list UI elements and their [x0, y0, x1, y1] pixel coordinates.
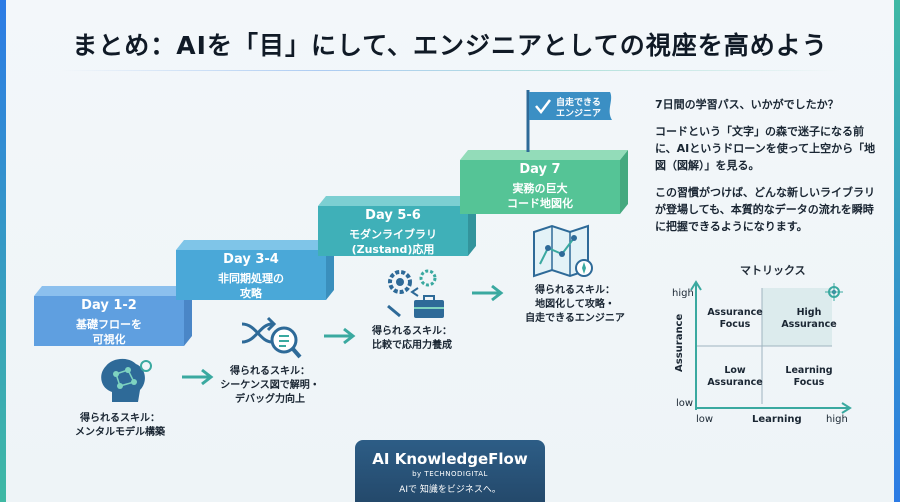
x-axis-title: Learning — [752, 414, 802, 425]
skill-text: シーケンス図で解明・ — [220, 380, 320, 391]
quadrant-bottom-left: Low Assurance — [707, 365, 763, 388]
step-1-skill: 得られるスキル： メンタルモデル構築 — [60, 412, 180, 440]
flag-line: 自走できる — [556, 98, 601, 108]
skill-text: 自走できるエンジニア — [525, 313, 625, 324]
step-day-5-6: Day 5-6 モダンライブラリ (Zustand)応用 — [318, 196, 476, 262]
skill-label: 得られるスキル： — [535, 285, 615, 296]
step-4-skill: 得られるスキル： 地図化して攻略・ 自走できるエンジニア — [510, 284, 640, 326]
brand-by: by TECHNODIGITAL — [412, 470, 488, 478]
summary-paragraph: コードという「文字」の森で迷子になる前に、AIというドローンを使って上空から「地… — [655, 125, 876, 172]
title-divider — [60, 70, 840, 71]
step-sub-line: 基礎フローを — [76, 318, 142, 331]
x-axis-low: low — [696, 414, 714, 425]
brand-tagline: AIで 知識をビジネスへ。 — [399, 485, 501, 495]
page-title: まとめ：AIを「目」にして、エンジニアとしての視座を高めよう — [72, 31, 828, 60]
skill-text: 地図化して攻略・ — [535, 299, 615, 310]
step-day-label: Day 7 — [519, 162, 561, 177]
quadrant-bottom-right: Learning Focus — [785, 365, 833, 388]
skill-label: 得られるスキル： — [80, 413, 160, 424]
quadrant-top-right: High Assurance — [781, 307, 837, 330]
matrix-title: マトリックス — [740, 264, 806, 277]
brand-badge: AI KnowledgeFlow by TECHNODIGITAL AIで 知識… — [355, 440, 545, 502]
left-accent-bar — [0, 0, 6, 502]
summary-paragraph: 7日間の学習パス、いかがでしたか？ — [655, 98, 839, 111]
step-block — [34, 286, 192, 346]
step-day-label: Day 1-2 — [81, 298, 137, 313]
matrix-axes — [690, 280, 852, 414]
step-3-skill: 得られるスキル： 比較で応用力養成 — [352, 325, 472, 353]
step-sub-line: 実務の巨大 — [512, 182, 568, 195]
step-day-label: Day 5-6 — [365, 208, 421, 223]
arrow-right-icon — [182, 368, 214, 386]
y-axis-high: high — [672, 288, 694, 299]
gears-toolbox-icon — [387, 269, 444, 318]
step-block — [460, 150, 628, 214]
skill-text: メンタルモデル構築 — [75, 427, 165, 438]
flag-label: 自走できる エンジニア — [556, 98, 601, 120]
skill-text: 比較で応用力養成 — [372, 340, 452, 351]
summary-paragraph: この習慣がつけば、どんな新しいライブラリが登場しても、本質的なデータの流れを瞬時… — [655, 186, 875, 233]
x-axis-high: high — [826, 414, 848, 425]
arrow-right-icon — [472, 284, 504, 302]
brand-name: AI KnowledgeFlow — [372, 450, 528, 468]
step-sub-line: 可視化 — [92, 333, 126, 346]
skill-text: デバッグ力向上 — [235, 394, 305, 405]
quadrant-top-left: Assurance Focus — [707, 307, 763, 330]
map-icon — [533, 224, 593, 278]
skill-label: 得られるスキル： — [372, 326, 452, 337]
right-accent-bar — [894, 0, 900, 502]
y-axis-low: low — [676, 398, 694, 409]
step-2-skill: 得られるスキル： シーケンス図で解明・ デバッグ力向上 — [210, 365, 330, 407]
step-day-3-4: Day 3-4 非同期処理の 攻略 — [176, 240, 334, 306]
sequence-search-icon — [241, 316, 302, 359]
step-sub-line: (Zustand)応用 — [351, 243, 435, 256]
step-day-label: Day 3-4 — [223, 252, 279, 267]
step-day-1-2: Day 1-2 基礎フローを 可視化 — [34, 286, 192, 352]
y-axis-title: Assurance — [674, 313, 685, 372]
skill-label: 得られるスキル： — [230, 366, 310, 377]
step-sub-line: モダンライブラリ — [349, 228, 437, 241]
step-sub-line: コード地図化 — [507, 197, 573, 210]
brain-icon — [101, 358, 152, 402]
flag-line: エンジニア — [556, 109, 602, 119]
step-sub-line: 非同期処理の — [218, 272, 284, 285]
step-sub-line: 攻略 — [240, 287, 262, 300]
step-day-7: Day 7 実務の巨大 コード地図化 — [460, 150, 628, 220]
flag-icon — [526, 90, 612, 152]
summary-panel: 7日間の学習パス、いかがでしたか？ コードという「文字」の森で迷子になる前に、A… — [655, 96, 877, 245]
arrow-right-icon — [324, 327, 356, 345]
